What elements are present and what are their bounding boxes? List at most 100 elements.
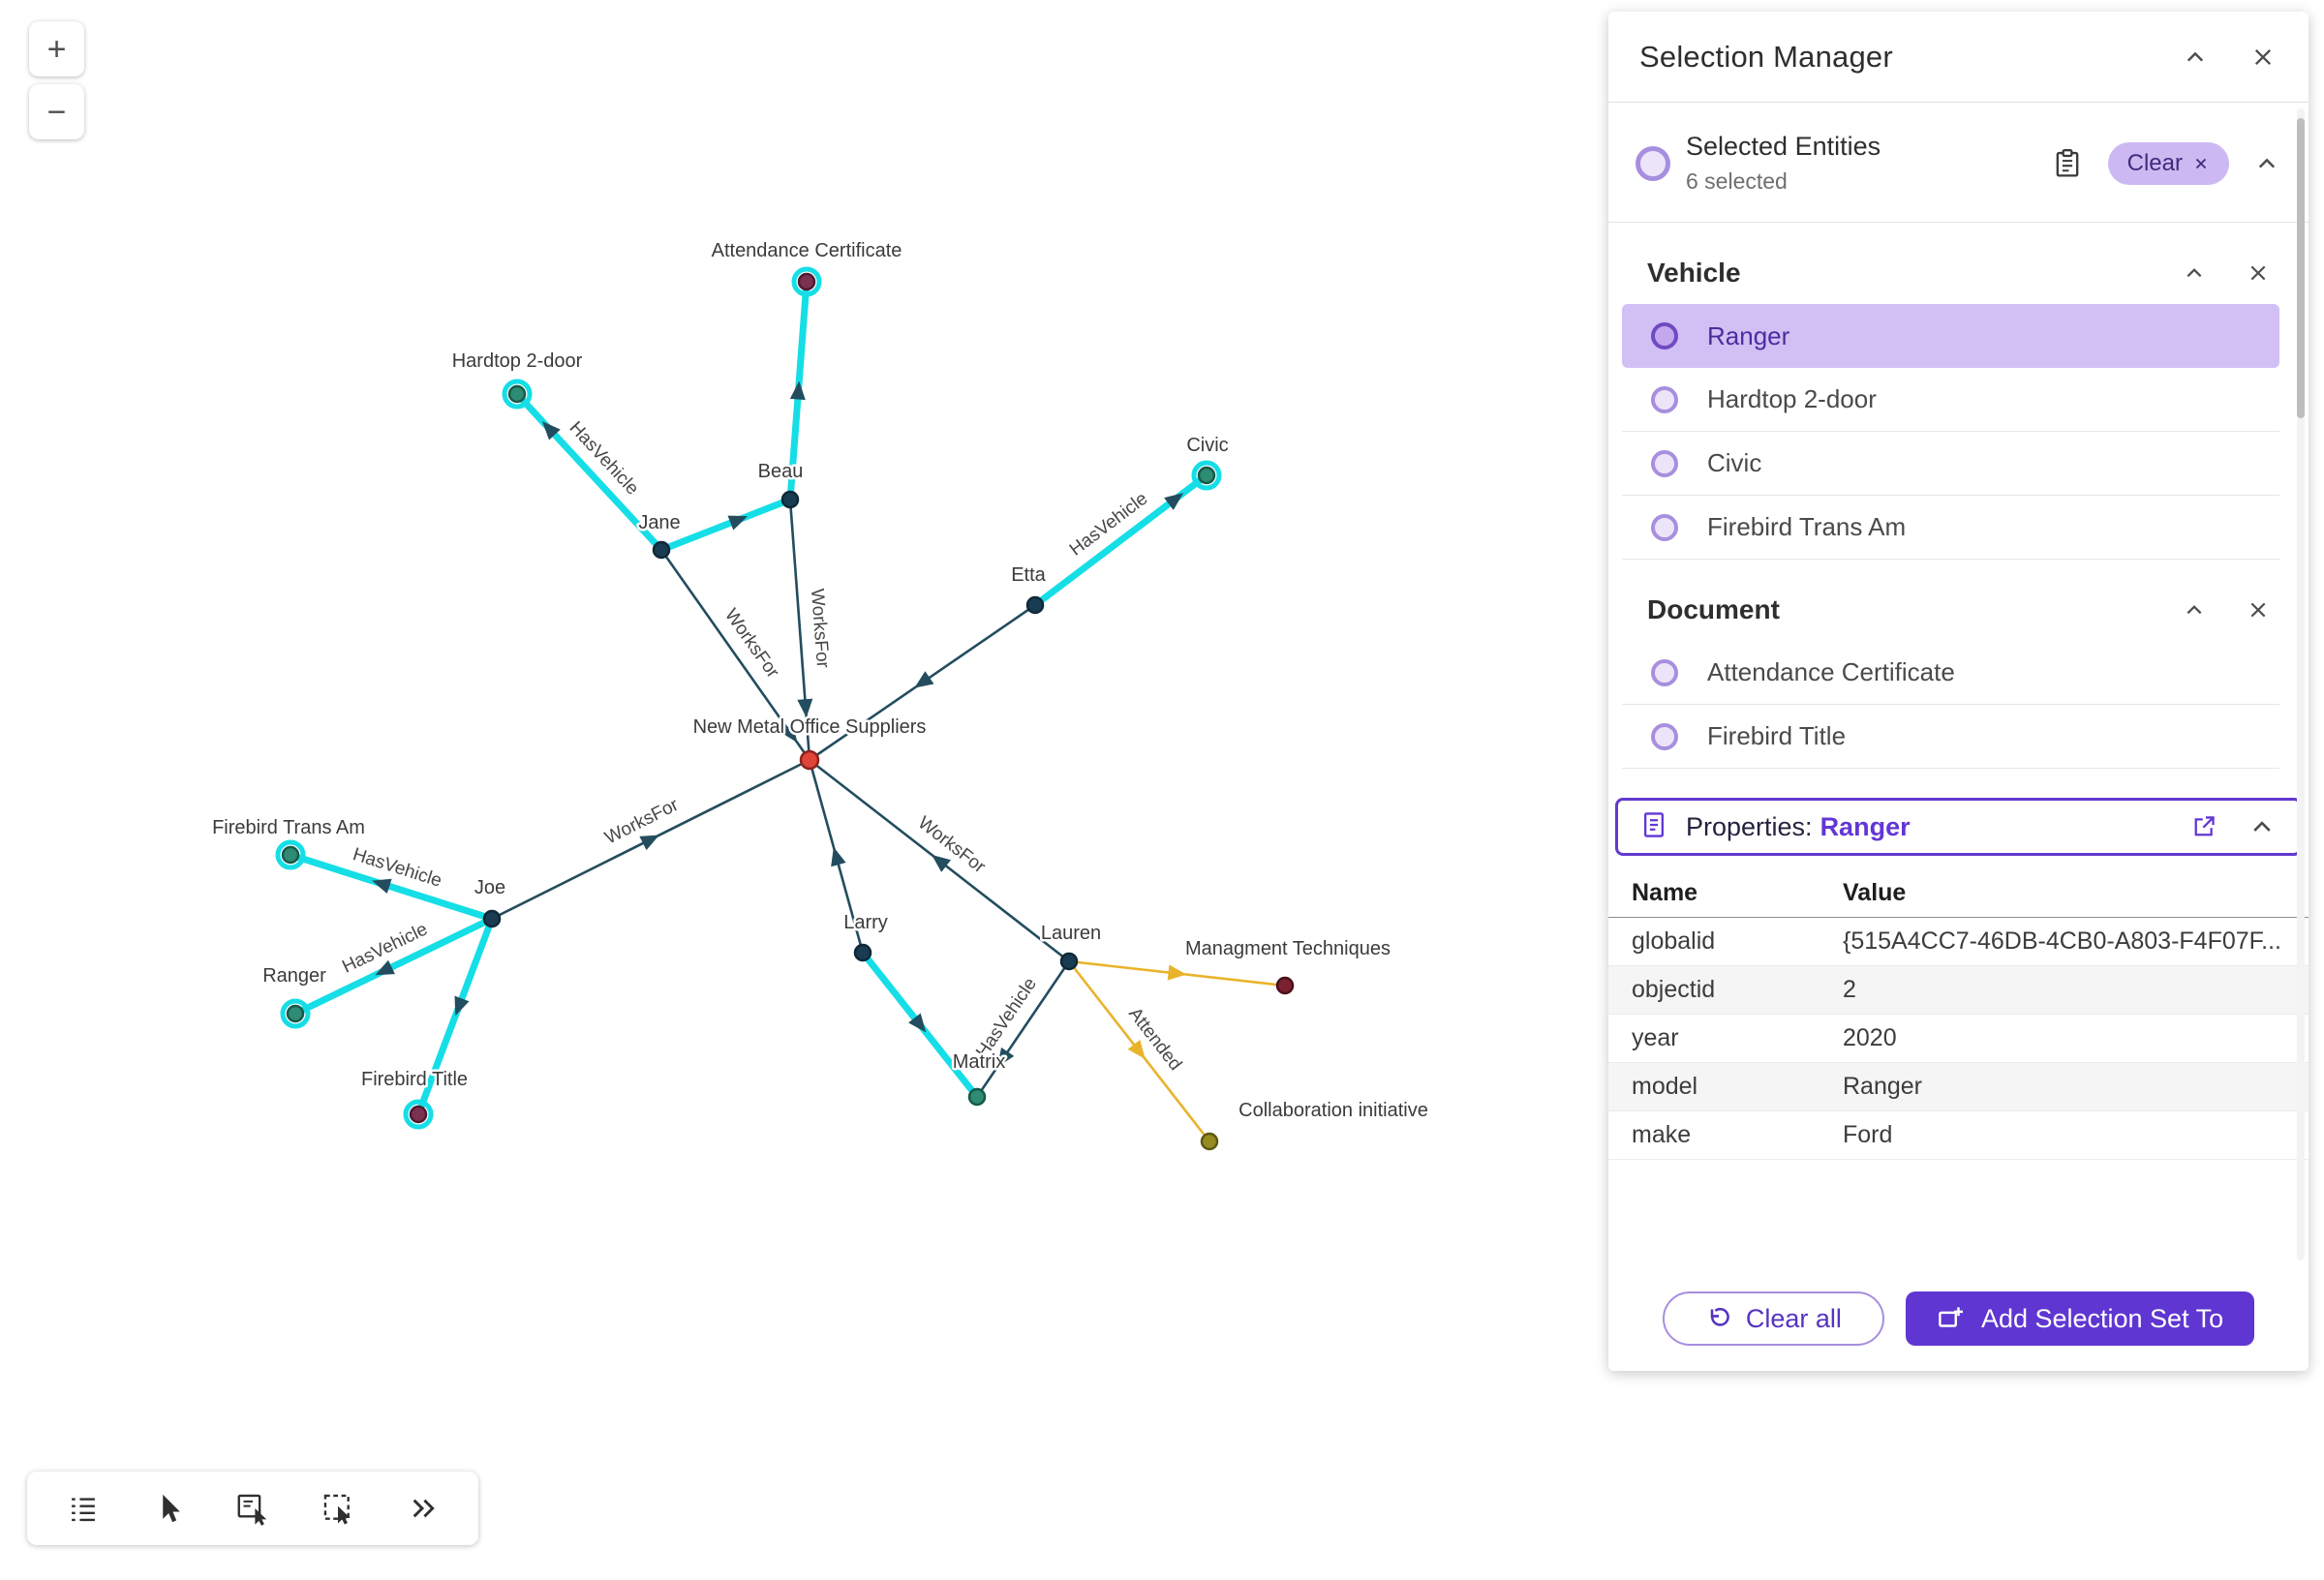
edge-lauren-matrix[interactable] [975, 959, 1071, 1099]
undo-icon [1710, 1307, 1729, 1326]
edge-arrow-icon [932, 854, 952, 872]
node-etta[interactable] [1025, 595, 1045, 615]
node-joe[interactable] [482, 909, 502, 928]
selection-set-icon [1636, 145, 1670, 181]
property-row: globalid{515A4CC7-46DB-4CB0-A803-F4F07F.… [1608, 918, 2309, 966]
edge-arrow-icon [996, 1047, 1015, 1068]
edge-jane-hardtop_2door[interactable] [513, 390, 665, 554]
node-larry[interactable] [853, 943, 872, 962]
edge-arrow-icon [831, 846, 846, 867]
node-label: Joe [474, 877, 505, 898]
edge-joe-ranger[interactable] [291, 915, 496, 1018]
entity-label: Ranger [1707, 320, 1790, 350]
edge-joe-firebird_trans_am[interactable] [287, 851, 496, 923]
add-to-layer-icon [1939, 1307, 1963, 1327]
copy-selection-button[interactable] [2052, 148, 2083, 179]
section-close-button[interactable] [2247, 261, 2270, 285]
edge-arrow-icon [908, 1013, 927, 1033]
node-label: Matrix [953, 1051, 1005, 1073]
section-close-button[interactable] [2247, 598, 2270, 622]
entity-list-item[interactable]: Civic [1622, 432, 2279, 496]
pointer-icon[interactable] [139, 1480, 196, 1536]
edge-jane-company[interactable] [659, 548, 811, 762]
edge-arrow-icon [541, 421, 561, 441]
panel-header: Selection Manager [1608, 12, 2309, 103]
marquee-select-icon[interactable] [310, 1480, 366, 1536]
entity-circle-icon [1651, 722, 1678, 750]
clear-selection-pill[interactable]: Clear [2107, 141, 2229, 185]
edge-jane-beau[interactable] [657, 496, 794, 554]
node-firebird_title[interactable] [409, 1105, 428, 1124]
entity-label: Attendance Certificate [1707, 657, 1955, 686]
entity-circle-icon [1651, 385, 1678, 413]
node-label: Managment Techniques [1185, 938, 1391, 959]
clear-all-button[interactable]: Clear all [1662, 1291, 1884, 1346]
section-collapse-button[interactable] [2183, 598, 2206, 622]
edge-joe-firebird_title[interactable] [414, 915, 496, 1118]
selection-ring [502, 379, 533, 410]
node-label: Ranger [262, 965, 326, 987]
close-icon [2250, 602, 2266, 618]
selected-entities-collapse-button[interactable] [2254, 151, 2279, 176]
node-collaboration_initiative[interactable] [1200, 1132, 1219, 1151]
expand-toolbar-icon[interactable] [394, 1480, 450, 1536]
zoom-in-button[interactable]: + [29, 21, 84, 76]
entity-label: Hardtop 2-door [1707, 384, 1877, 413]
chevron-up-icon [2186, 605, 2202, 615]
node-label: Firebird Trans Am [212, 817, 365, 838]
edge-arrow-icon [727, 515, 749, 531]
close-icon [2195, 158, 2207, 168]
open-properties-button[interactable] [2190, 813, 2217, 840]
chevron-up-icon [2186, 51, 2204, 61]
node-company[interactable] [799, 749, 820, 771]
scrollbar-thumb[interactable] [2297, 118, 2305, 418]
properties-header[interactable]: Properties:Ranger [1615, 798, 2302, 856]
node-label: New Metal Office Suppliers [693, 716, 927, 738]
entity-list-item[interactable]: Firebird Title [1622, 705, 2279, 769]
panel-close-button[interactable] [2250, 45, 2276, 70]
legend-list-icon[interactable] [55, 1480, 111, 1536]
entity-list-item[interactable]: Hardtop 2-door [1622, 368, 2279, 432]
section-collapse-button[interactable] [2183, 261, 2206, 285]
section-header: Document [1608, 589, 2309, 641]
entity-list-item[interactable]: Firebird Trans Am [1622, 496, 2279, 560]
entity-list-item[interactable]: Ranger [1622, 304, 2279, 368]
node-label: Civic [1186, 435, 1228, 456]
edge-label: WorksFor [720, 605, 783, 683]
node-label: Collaboration initiative [1238, 1100, 1428, 1121]
add-selection-set-button[interactable]: Add Selection Set To [1905, 1291, 2255, 1346]
panel-scrollbar[interactable] [2297, 108, 2305, 1261]
nodes-layer [275, 266, 1295, 1151]
entity-circle-icon [1651, 449, 1678, 477]
entity-list-item[interactable]: Attendance Certificate [1622, 641, 2279, 705]
node-hardtop_2door[interactable] [507, 384, 527, 404]
node-lauren[interactable] [1059, 952, 1079, 971]
entity-circle-icon [1651, 322, 1678, 349]
edge-arrow-icon [797, 698, 813, 718]
external-link-icon [2194, 816, 2215, 836]
node-attendance_certificate[interactable] [797, 272, 816, 291]
node-ranger[interactable] [286, 1004, 305, 1023]
node-firebird_trans_am[interactable] [281, 845, 300, 865]
entity-circle-icon [1651, 658, 1678, 686]
selected-entities-count: 6 selected [1686, 168, 1788, 194]
panel-collapse-button[interactable] [2183, 45, 2208, 70]
node-jane[interactable] [652, 540, 671, 560]
selection-ring [280, 998, 311, 1029]
selection-ring [791, 266, 822, 297]
zoom-out-button[interactable]: − [29, 84, 84, 139]
node-civic[interactable] [1197, 466, 1216, 485]
properties-collapse-button[interactable] [2248, 813, 2276, 840]
entity-label: Civic [1707, 448, 1762, 477]
node-beau[interactable] [780, 490, 800, 509]
select-features-icon[interactable] [225, 1480, 281, 1536]
node-matrix[interactable] [967, 1087, 987, 1107]
node-managment_techniques[interactable] [1275, 976, 1295, 995]
entity-label: Firebird Trans Am [1707, 512, 1907, 541]
